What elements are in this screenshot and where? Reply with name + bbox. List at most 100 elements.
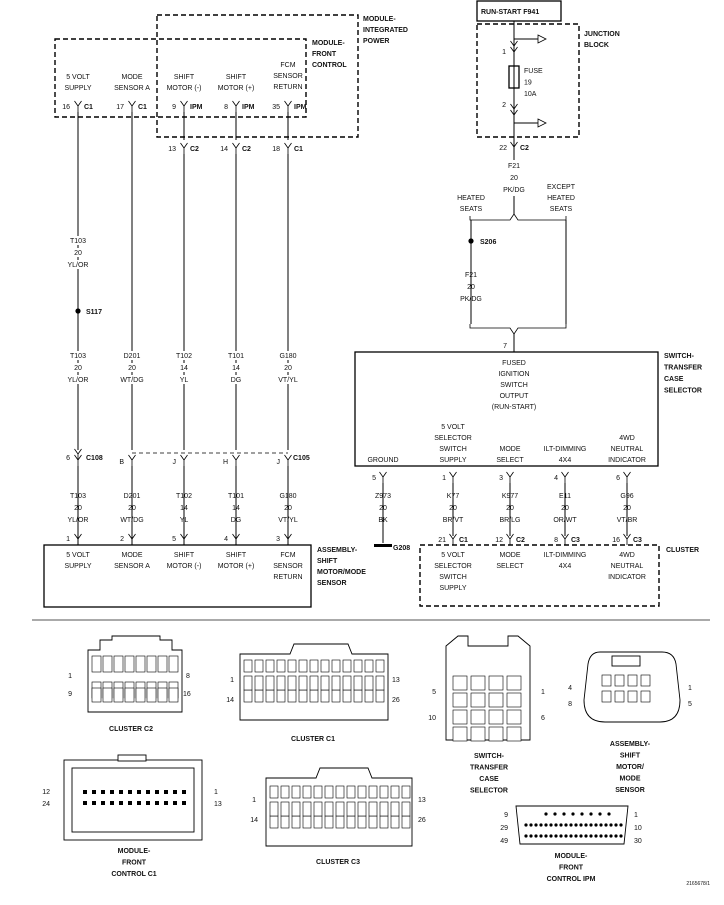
cluster-c2-cavity: [124, 687, 135, 703]
cluster-c1-cavity: [287, 659, 297, 673]
assy-pin-number: 3: [276, 536, 280, 543]
wire-label: D201: [124, 493, 141, 500]
ipm-pin: [559, 823, 563, 827]
cluster-c2-cavity: [135, 687, 146, 703]
mfc-connector-mark: [180, 100, 188, 112]
switch-transfer-case-box: [354, 351, 659, 467]
assy-conn-name: MODE: [620, 776, 641, 783]
cluster-c1-cavity: [309, 689, 319, 703]
cluster-c1-cavity: [320, 689, 330, 703]
sts-label: CASE: [664, 376, 684, 383]
cluster-c1-cavity: [298, 689, 308, 703]
mfc-c1-name: CONTROL C1: [111, 871, 156, 878]
mfc-pin-number: 17: [116, 104, 124, 111]
cluster-c1-cavity: [375, 689, 385, 703]
assy-pin-label: MOTOR (+): [218, 563, 255, 570]
c108-pin: 6: [66, 455, 70, 462]
cluster-c1-pin: 26: [392, 697, 400, 704]
assy-conn-cavity: [601, 674, 612, 687]
wire-label: PK/DG: [503, 187, 525, 194]
cluster-c3-cavity: [346, 801, 356, 817]
ipm-pin: [599, 834, 603, 838]
ipm-pin: [589, 823, 593, 827]
wire-label: E11: [559, 493, 571, 500]
ipm-pin-label: 1: [634, 812, 638, 819]
cluster-c1-cavity: [276, 659, 286, 673]
sts-connector-mark: [379, 471, 387, 483]
ipm-pin: [619, 834, 623, 838]
sts-conn-cavity: [488, 709, 504, 725]
ipm-pin: [579, 834, 583, 838]
sts-pin-label: ILT-DIMMING: [544, 446, 587, 453]
ipm-pin: [589, 812, 593, 816]
drawing-id: 2165678/1: [686, 881, 710, 887]
mfc-pin-label: SENSOR A: [114, 85, 150, 92]
c108-mark: [74, 454, 82, 466]
wire-label-bg: [170, 351, 198, 360]
cluster-c1-cavity: [364, 659, 374, 673]
fuse-terminal: [510, 109, 518, 121]
cluster-c1-cavity: [342, 675, 352, 691]
cluster-connector: C2: [516, 537, 525, 544]
wire-label-bg: [64, 351, 92, 360]
assy-connector-mark: [232, 533, 240, 545]
assembly-label: SHIFT: [317, 558, 338, 565]
c108-mark: [74, 448, 82, 460]
mfc-c1-pin: [137, 801, 141, 805]
cluster-c2-cavity: [168, 687, 179, 703]
heated-seats-label: SEATS: [460, 206, 483, 213]
assy-connector-mark: [180, 533, 188, 545]
sts-pin-number: 4: [554, 475, 558, 482]
module-front-control-label: FRONT: [312, 51, 337, 58]
cluster-c1-cavity: [331, 689, 341, 703]
cluster-pin-label: ILT-DIMMING: [544, 552, 587, 559]
assy-conn-cavity: [640, 690, 651, 703]
mfc-pin-label: MODE: [122, 74, 143, 81]
cluster-c2-pin: 9: [68, 691, 72, 698]
wire-label-bg: [222, 351, 250, 360]
mfc-c1-pin: [182, 790, 186, 794]
cluster-c1-cavity: [298, 675, 308, 691]
splice-s206-label: S206: [480, 239, 496, 246]
assy-conn-cavity: [627, 690, 638, 703]
cluster-connector-mark: [449, 533, 457, 545]
mip-pin-number: 14: [220, 146, 228, 153]
cluster-pin-label: MODE: [500, 552, 521, 559]
assy-conn-name: ASSEMBLY-: [610, 741, 651, 748]
sts-connector-mark: [561, 471, 569, 483]
wire-label-bg: [64, 248, 92, 257]
sts-conn-cavity: [506, 726, 522, 742]
sts-conn-name: TRANSFER: [470, 765, 508, 772]
cluster-c2-cavity: [113, 655, 124, 673]
cluster-c3-cavity: [324, 815, 334, 829]
wire-label: K977: [502, 493, 518, 500]
ipm-pin: [574, 823, 578, 827]
sts-pin-label: 4WD: [619, 435, 635, 442]
ipm-pin: [549, 834, 553, 838]
cluster-c2-cavity: [157, 655, 168, 673]
wire-label: YL/OR: [67, 377, 88, 384]
sts-inner-label: FUSED: [502, 360, 526, 367]
ipm-pin: [619, 823, 623, 827]
ipm-pin-label: 49: [500, 838, 508, 845]
mip-connector-mark: [232, 142, 240, 154]
mfc-c1-pin-label: 1: [214, 789, 218, 796]
assy-pin-number: 5: [172, 536, 176, 543]
wire-label: DG: [231, 377, 242, 384]
sts-pin-label: SELECTOR: [434, 435, 472, 442]
mfc-pin-label: 5 VOLT: [66, 74, 90, 81]
assy-pin-label: 5 VOLT: [66, 552, 90, 559]
cluster-pin-number: 8: [554, 537, 558, 544]
cluster-c3-cavity: [291, 785, 301, 799]
assy-conn-cavity: [627, 674, 638, 687]
ipm-pin: [598, 812, 602, 816]
sts-inner-label: IGNITION: [498, 371, 529, 378]
cluster-c3-cavity: [280, 785, 290, 799]
sts-conn-pin: 10: [428, 715, 436, 722]
sts-conn-cavity: [452, 675, 468, 691]
mfc-c1-pin: [155, 790, 159, 794]
mip-pin-number: 18: [272, 146, 280, 153]
cluster-c3-cavity: [335, 785, 345, 799]
ipm-pin: [571, 812, 575, 816]
wire-label: T101: [228, 353, 244, 360]
